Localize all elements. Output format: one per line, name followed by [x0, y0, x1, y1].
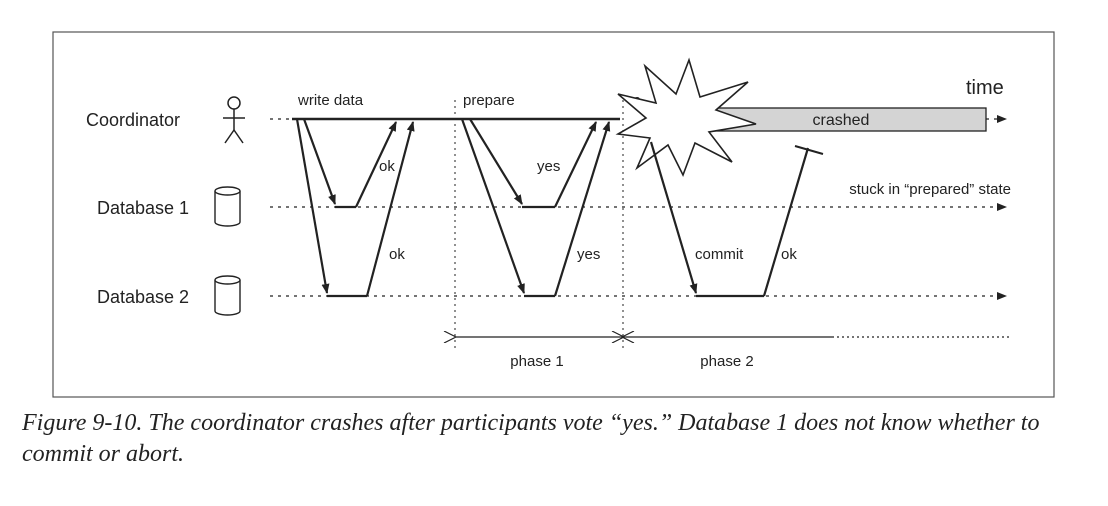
write-data-label: write data: [297, 92, 364, 109]
time-label: time: [966, 77, 1004, 99]
coordinator-label: Coordinator: [86, 110, 180, 130]
figure-frame: [52, 31, 1055, 398]
database2-cylinder-icon: [214, 275, 241, 316]
coordinator-person-icon: [223, 96, 245, 144]
commit-label: commit: [695, 246, 744, 263]
database1-label: Database 1: [97, 198, 189, 218]
phase1-label: phase 1: [510, 353, 563, 370]
prepare-label: prepare: [463, 92, 515, 109]
prepare-messages: [460, 118, 611, 298]
ok-db2-label: ok: [389, 246, 405, 263]
write-data-messages: [295, 118, 415, 298]
crashed-label: crashed: [813, 112, 870, 129]
ok-commit-label: ok: [781, 246, 797, 263]
database1-cylinder-icon: [214, 186, 241, 227]
figure-caption: Figure 9-10. The coordinator crashes aft…: [22, 410, 1040, 467]
phase2-label: phase 2: [700, 353, 753, 370]
database2-label: Database 2: [97, 287, 189, 307]
stuck-state-label: stuck in “prepared” state: [849, 181, 1011, 198]
yes-db2-label: yes: [577, 246, 600, 263]
ok-db1-label: ok: [379, 158, 395, 175]
yes-db1-label: yes: [537, 158, 560, 175]
lost-message-cross: [794, 145, 824, 155]
commit-messages: [649, 141, 810, 298]
